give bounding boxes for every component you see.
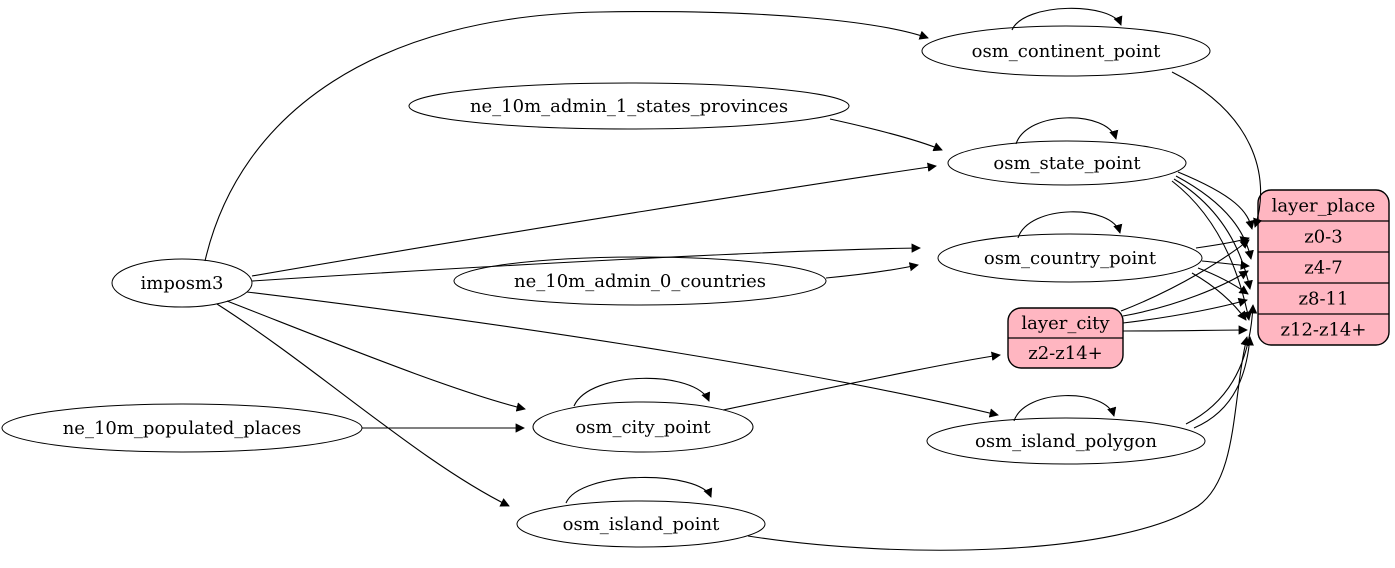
- edge-osm-country-point-to-layer-place-z0-3: [1195, 236, 1250, 249]
- table-ellipse-osm-city-point: [532, 401, 754, 453]
- edge-osm-city-point-to-layer-city-z2-z14-: [722, 351, 1001, 411]
- table-ellipse-osm-state-point: [947, 140, 1187, 186]
- node-layer-place: layer_place z0-3 z4-7 z8-11 z12-z14+: [1257, 189, 1390, 346]
- edge-imposm3-to-osm-island-polygon: [246, 291, 999, 418]
- edge-osm-continent-point-to-osm-continent-point: [1011, 7, 1123, 31]
- edge-osm-island-point-to-osm-island-point: [565, 476, 713, 504]
- record-box-layer-place: [1257, 189, 1390, 346]
- edge-osm-state-point-to-layer-place-z0-3: [1177, 171, 1255, 230]
- edge-osm-country-point-to-layer-place-z4-7: [1201, 260, 1250, 270]
- node-label-ne-10m-populated-places: ne_10m_populated_places: [63, 418, 302, 439]
- node-osm-island-point: osm_island_point: [516, 500, 766, 548]
- node-label-osm-continent-point: osm_continent_point: [972, 41, 1161, 62]
- edge-osm-island-polygon-to-layer-place-z12-z14-: [1193, 336, 1254, 429]
- edge-osm-state-point-to-layer-place-z8-11: [1173, 178, 1253, 290]
- edge-osm-country-point-to-osm-country-point: [1017, 211, 1123, 239]
- edge-osm-state-point-to-osm-state-point: [1015, 117, 1119, 145]
- edge-layer-city-to-layer-place-z12-z14-: [1122, 325, 1248, 335]
- record-title-layer-place: layer_place: [1272, 196, 1376, 217]
- node-ne-10m-admin-0-countries: ne_10m_admin_0_countries: [453, 256, 827, 306]
- record-title-layer-city: layer_city: [1021, 313, 1110, 334]
- edge-imposm3-to-osm-country-point: [251, 243, 921, 282]
- edge-osm-country-point-to-layer-place-z12-z14-: [1191, 272, 1247, 321]
- edge-osm-city-point-to-osm-city-point: [573, 377, 711, 407]
- record-row-z12-z14-: z12-z14+: [1281, 320, 1367, 341]
- record-row-z0-3: z0-3: [1304, 227, 1342, 248]
- node-label-osm-city-point: osm_city_point: [575, 417, 711, 438]
- node-label-osm-country-point: osm_country_point: [984, 248, 1157, 269]
- node-label-osm-state-point: osm_state_point: [993, 153, 1141, 174]
- table-ellipse-imposm3: [111, 258, 253, 308]
- edge-ne-10m-admin-1-states-provinces-to-osm-state-point: [829, 118, 943, 152]
- edge-imposm3-to-osm-island-point: [216, 303, 510, 507]
- edge-osm-continent-point-to-layer-place-z0-3: [1171, 71, 1263, 228]
- record-row-z4-7: z4-7: [1304, 258, 1342, 279]
- edge-layer-city-to-layer-place-z0-3: [1120, 239, 1250, 312]
- node-osm-continent-point: osm_continent_point: [921, 25, 1211, 77]
- node-osm-island-polygon: osm_island_polygon: [926, 417, 1206, 465]
- node-ne-10m-admin-1-states-provinces: ne_10m_admin_1_states_provinces: [408, 82, 850, 130]
- node-label-imposm3: imposm3: [141, 273, 224, 294]
- edge-layer-city-to-layer-place-z4-7: [1122, 270, 1249, 317]
- node-layer-city: layer_city z2-z14+: [1007, 307, 1124, 369]
- node-label-osm-island-polygon: osm_island_polygon: [975, 431, 1157, 452]
- table-ellipse-osm-continent-point: [921, 25, 1211, 77]
- edge-osm-state-point-to-layer-place-z4-7: [1175, 175, 1254, 260]
- record-row-z8-11: z8-11: [1299, 289, 1349, 310]
- edge-imposm3-to-osm-continent-point: [204, 10, 929, 262]
- node-osm-country-point: osm_country_point: [937, 233, 1203, 283]
- node-ne-10m-populated-places: ne_10m_populated_places: [1, 403, 363, 453]
- node-label-ne-10m-admin-1-states-provinces: ne_10m_admin_1_states_provinces: [470, 96, 788, 117]
- node-label-ne-10m-admin-0-countries: ne_10m_admin_0_countries: [514, 271, 766, 292]
- table-ellipse-osm-island-polygon: [926, 417, 1206, 465]
- edge-osm-island-point-to-layer-place-z12-z14-: [747, 336, 1250, 551]
- table-ellipse-ne-10m-admin-1-states-provinces: [408, 82, 850, 130]
- edge-osm-island-polygon-to-osm-island-polygon: [1013, 395, 1117, 422]
- node-label-osm-island-point: osm_island_point: [563, 514, 720, 535]
- edge-imposm3-to-osm-city-point: [226, 300, 526, 412]
- table-ellipse-osm-country-point: [937, 233, 1203, 283]
- record-row-z2-z14-: z2-z14+: [1028, 343, 1103, 364]
- edge-imposm3-to-osm-state-point: [251, 162, 937, 277]
- node-imposm3: imposm3: [111, 258, 253, 308]
- node-osm-city-point: osm_city_point: [532, 401, 754, 453]
- table-ellipse-osm-island-point: [516, 500, 766, 548]
- table-ellipse-ne-10m-admin-0-countries: [453, 256, 827, 306]
- edge-layer-city-to-layer-place-z8-11: [1122, 297, 1248, 324]
- node-osm-state-point: osm_state_point: [947, 140, 1187, 186]
- nodes-layer: imposm3 ne_10m_admin_1_states_provincesne…: [1, 25, 1390, 548]
- edge-ne-10m-admin-0-countries-to-osm-country-point: [825, 262, 919, 279]
- edge-osm-island-polygon-to-layer-place-z8-11: [1185, 304, 1258, 425]
- edges-layer: [204, 7, 1263, 551]
